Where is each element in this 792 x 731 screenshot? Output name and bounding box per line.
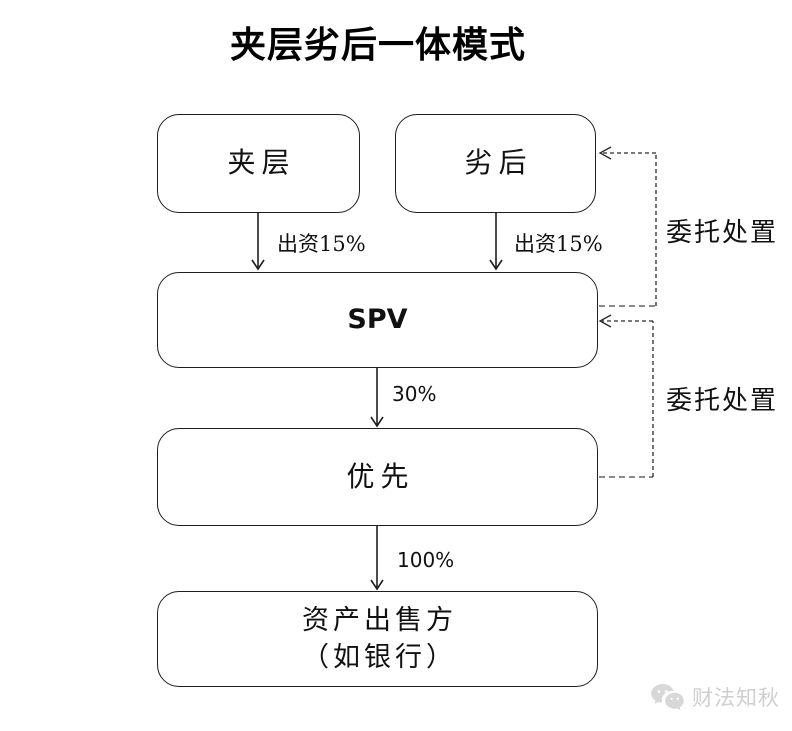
arrow-senior-to-seller: [370, 526, 384, 591]
edge-label-spv-to-senior: 30%: [392, 382, 437, 406]
node-asset-seller: 资产出售方 （如银行）: [157, 591, 598, 687]
dashed-connector-spv-to-subordinate: [598, 146, 657, 307]
node-asset-seller-label-line1: 资产出售方: [302, 605, 457, 636]
edge-label-entrust-upper: 委托处置: [666, 218, 779, 248]
edge-label-senior-to-seller: 100%: [397, 548, 455, 572]
edge-label-subordinate-contribution: 出资15%: [514, 232, 603, 256]
node-mezzanine-label: 夹层: [227, 146, 296, 180]
node-subordinate-label: 劣后: [464, 146, 533, 180]
edge-label-entrust-lower: 委托处置: [666, 386, 779, 416]
node-mezzanine: 夹层: [157, 114, 360, 213]
dashed-connector-senior-to-spv: [598, 314, 654, 478]
edge-label-mezzanine-contribution: 出资15%: [277, 232, 366, 256]
arrow-spv-to-senior: [370, 368, 384, 428]
node-spv: SPV: [157, 272, 598, 368]
node-asset-seller-label-line2: （如银行）: [302, 642, 457, 673]
watermark-text: 财法知秋: [692, 686, 780, 710]
watermark: 财法知秋: [650, 682, 780, 712]
arrow-mezzanine-to-spv: [251, 213, 265, 271]
node-spv-label: SPV: [347, 304, 408, 336]
diagram-title: 夹层劣后一体模式: [229, 25, 526, 66]
node-senior: 优先: [157, 428, 598, 526]
wechat-icon: [651, 684, 684, 711]
arrow-subordinate-to-spv: [489, 213, 503, 271]
node-subordinate: 劣后: [395, 114, 596, 213]
node-senior-label: 优先: [346, 459, 415, 493]
